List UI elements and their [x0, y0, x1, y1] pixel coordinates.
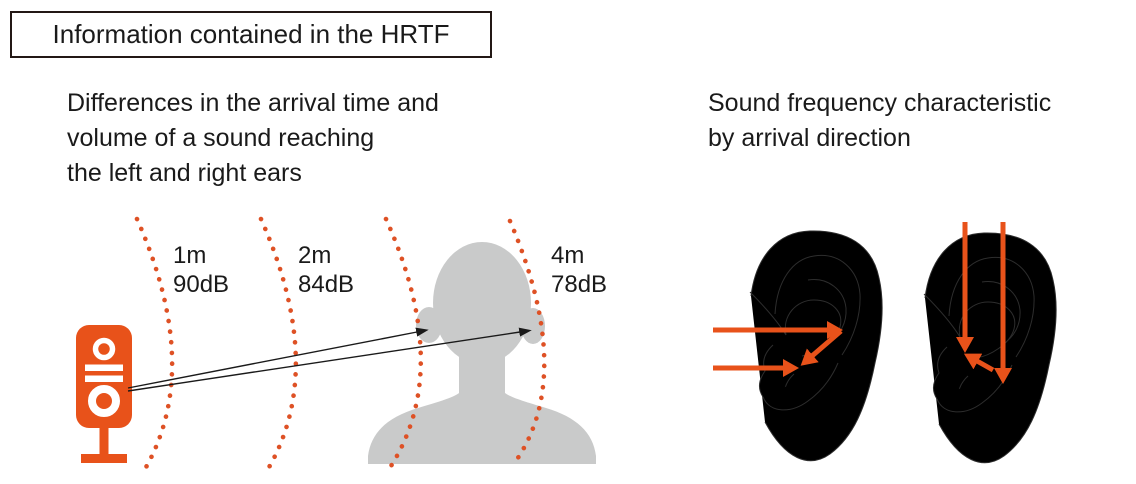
side-arrival-arrows	[713, 321, 843, 378]
right-heading-line-1: Sound frequency characteristic	[708, 89, 1052, 117]
wave-arc-3m	[383, 216, 424, 469]
speaker-slot-2	[85, 375, 123, 382]
speaker-stand-pole	[99, 428, 109, 457]
wave-label-1m: 1m 90dB	[173, 241, 229, 299]
volume-value: 78dB	[551, 271, 608, 298]
speaker-stand-base	[81, 454, 127, 463]
right-panel-heading: Sound frequency characteristic by arriva…	[708, 86, 1051, 156]
left-panel-heading: Differences in the arrival time and volu…	[67, 86, 439, 191]
side-arrow-reflection	[800, 329, 843, 366]
wave-label-4m: 4m 78dB	[551, 241, 607, 299]
title-box: Information contained in the HRTF	[10, 11, 492, 58]
speaker-icon	[76, 325, 132, 463]
shoulders	[368, 390, 596, 464]
right-heading-line-2: by arrival direction	[708, 124, 911, 152]
wave-arc-2m	[258, 216, 299, 472]
wave-label-2m: 2m 84dB	[298, 241, 354, 299]
sound-path-to-right-ear	[127, 327, 532, 392]
volume-value: 90dB	[173, 271, 230, 298]
overhead-arrow-reflection	[963, 353, 995, 373]
speaker-woofer	[88, 385, 120, 417]
left-heading-line-3: the left and right ears	[67, 159, 302, 187]
ear-diagram-side-arrival	[749, 230, 883, 462]
sound-path-arrows	[127, 327, 532, 392]
left-heading-line-2: volume of a sound reaching	[67, 124, 375, 152]
left-ear-bump	[416, 307, 442, 343]
right-ear-bump	[521, 308, 545, 344]
distance-value: 2m	[298, 242, 332, 269]
ear-diagram-overhead-arrival	[923, 232, 1057, 464]
distance-value: 1m	[173, 242, 207, 269]
volume-value: 84dB	[298, 271, 355, 298]
wave-arc-4m	[507, 218, 547, 468]
speaker-slot-1	[85, 364, 123, 371]
sound-wave-arcs	[134, 216, 547, 472]
overhead-arrival-arrows	[955, 222, 1012, 384]
wave-arc-1m	[134, 216, 175, 472]
page-title: Information contained in the HRTF	[52, 19, 450, 49]
speaker-tweeter	[92, 337, 116, 361]
sound-path-to-left-ear	[127, 327, 429, 389]
left-heading-line-1: Differences in the arrival time and	[67, 89, 439, 117]
distance-value: 4m	[551, 242, 585, 269]
